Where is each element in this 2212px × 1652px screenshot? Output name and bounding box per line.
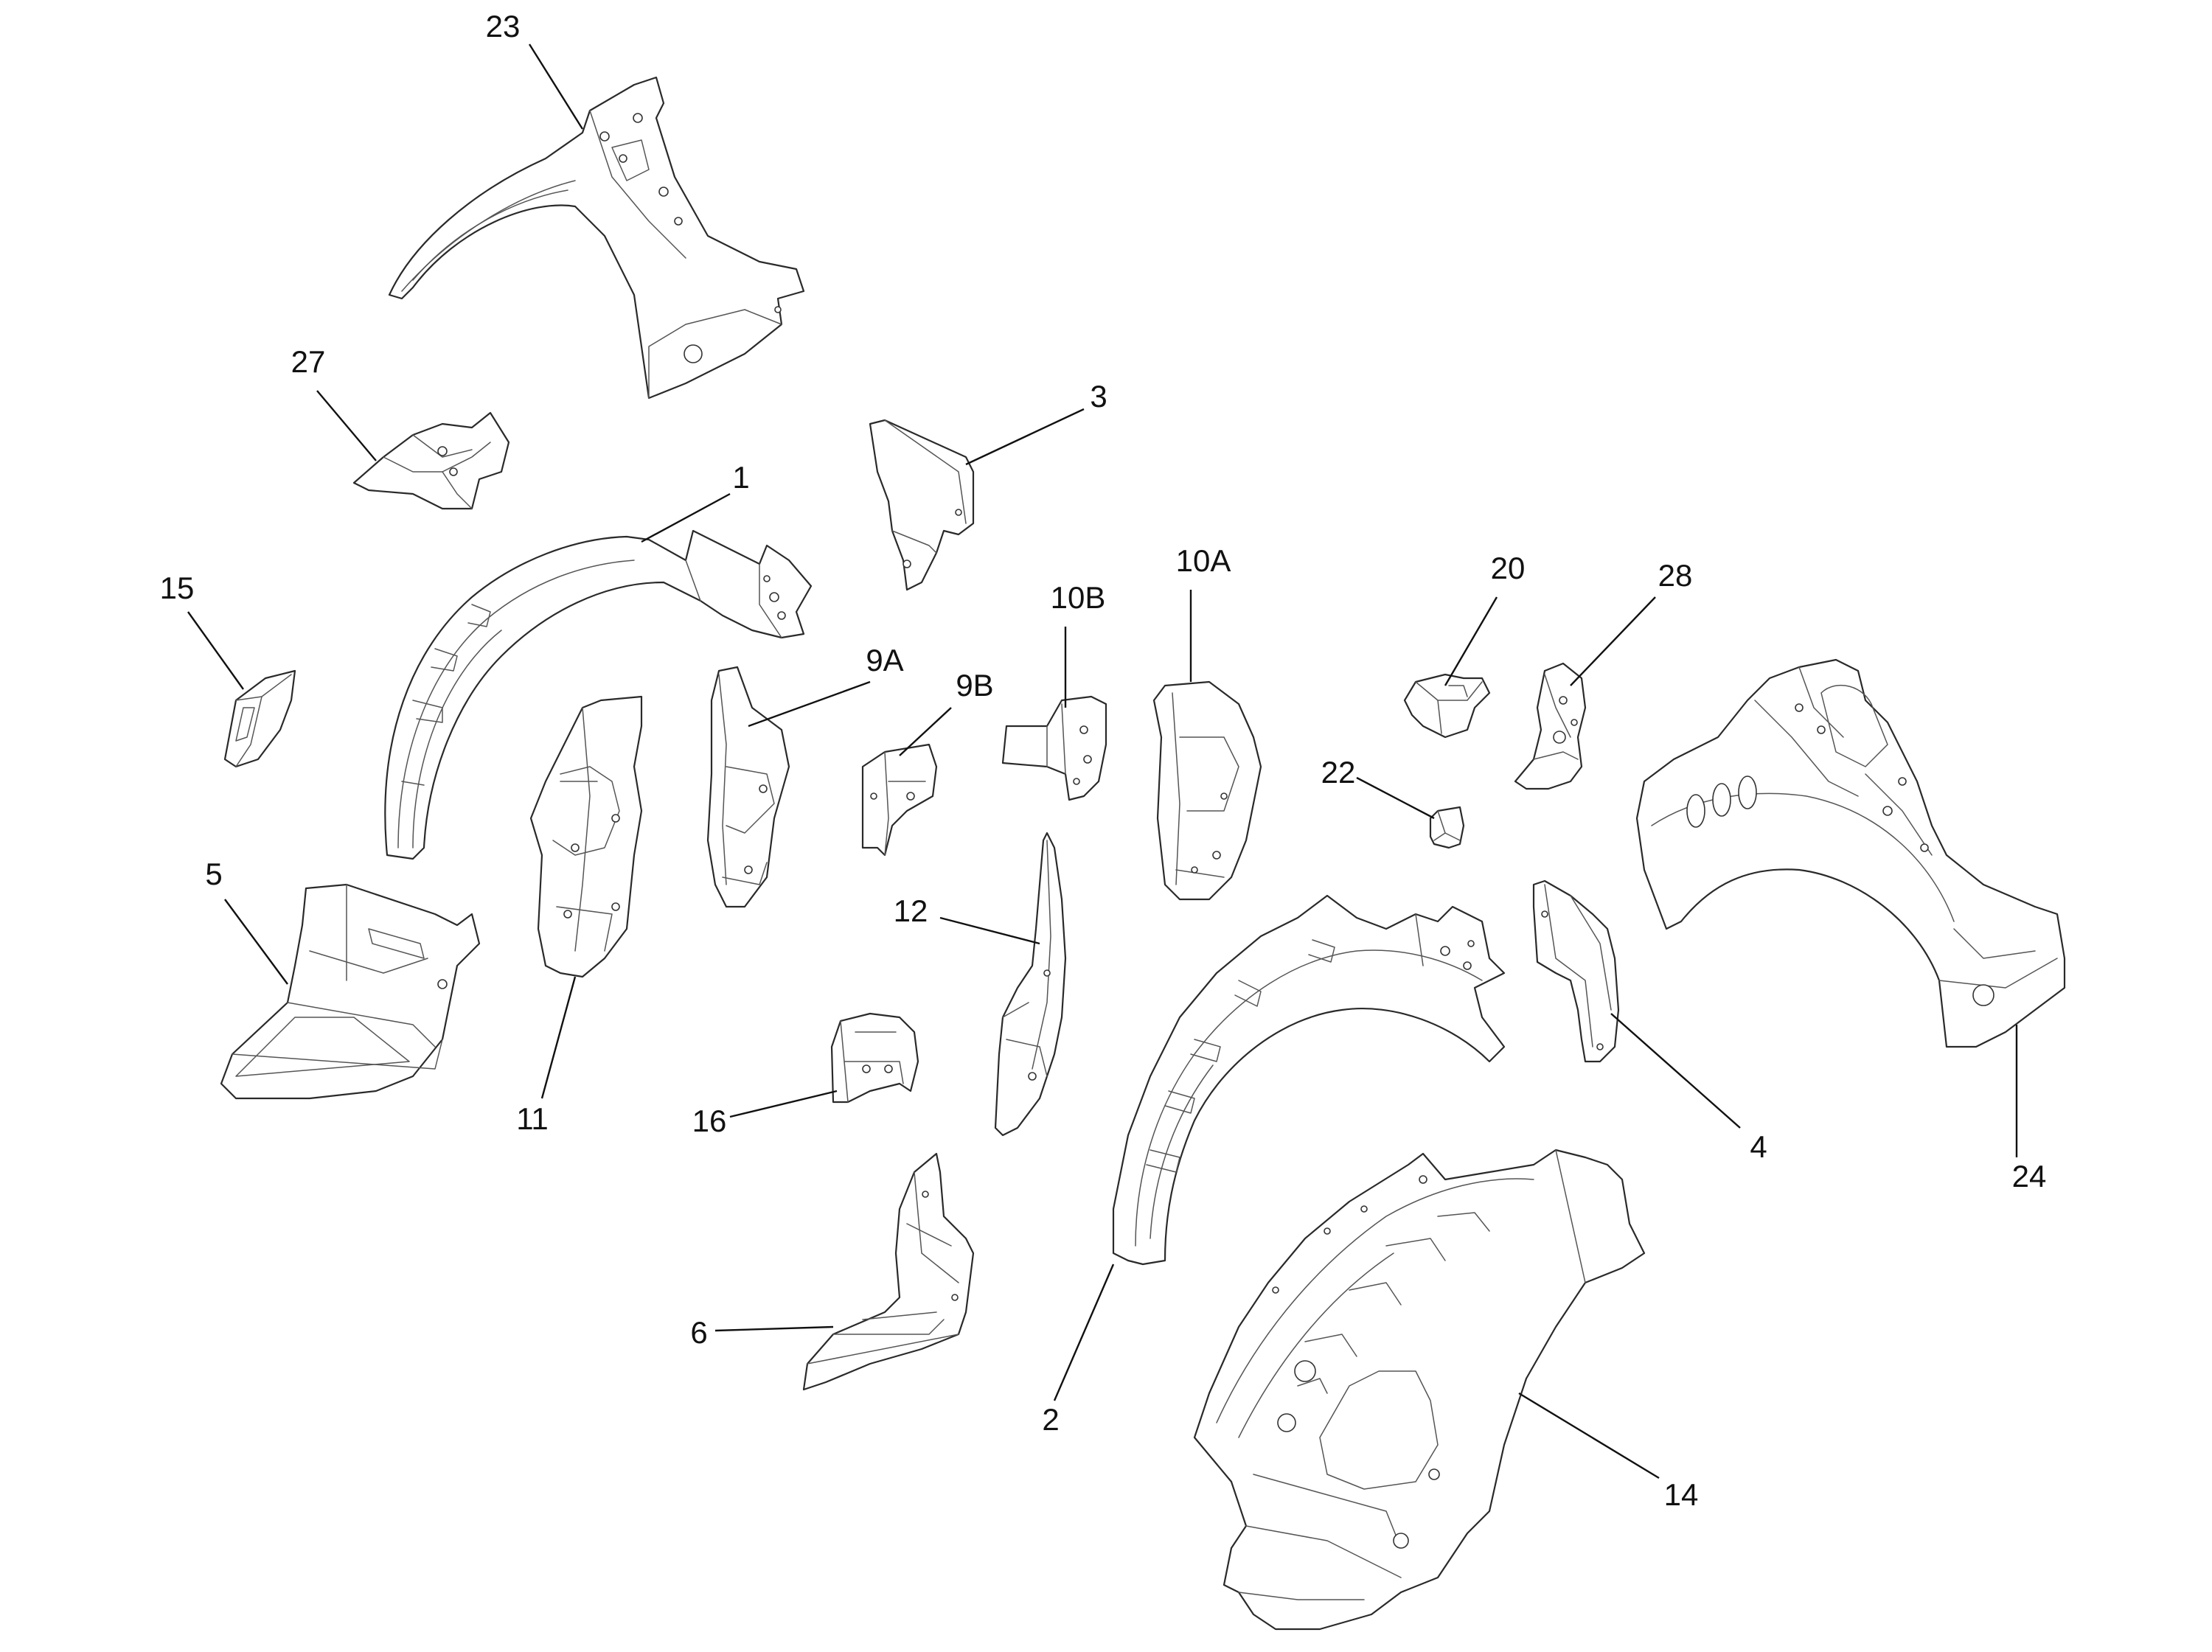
callout-4: 4 (1750, 1129, 1767, 1164)
callout-14: 14 (1664, 1477, 1699, 1512)
leader-4 (1610, 1013, 1741, 1129)
callout-9A: 9A (866, 643, 903, 677)
callout-20: 20 (1491, 551, 1526, 585)
callout-2: 2 (1042, 1402, 1059, 1437)
leader-27 (316, 390, 377, 461)
leader-22 (1356, 776, 1435, 820)
part-10A[interactable] (1152, 680, 1262, 901)
part-22[interactable] (1429, 806, 1465, 849)
callout-10B: 10B (1051, 580, 1106, 615)
leader-15 (187, 611, 244, 690)
callout-5: 5 (205, 857, 222, 891)
callout-11: 11 (516, 1101, 549, 1136)
part-27[interactable] (352, 411, 510, 510)
callout-24: 24 (2012, 1159, 2047, 1193)
leader-3 (965, 408, 1085, 466)
part-23[interactable] (388, 76, 805, 400)
leader-9A (748, 680, 871, 728)
part-9B[interactable] (861, 743, 938, 857)
leader-1 (641, 492, 731, 543)
part-12[interactable] (994, 832, 1067, 1137)
part-10B[interactable] (1001, 695, 1107, 801)
leader-9B (899, 707, 952, 756)
callout-labels: 23 27 1 15 5 11 9A 3 9B 10B 10A 12 16 6 … (160, 9, 2047, 1512)
leader-lines (187, 43, 2018, 1480)
leader-20 (1444, 596, 1498, 686)
part-9A[interactable] (706, 666, 790, 908)
leader-5 (224, 899, 288, 985)
part-20[interactable] (1403, 673, 1491, 739)
part-28[interactable] (1514, 662, 1587, 790)
part-24[interactable] (1635, 658, 2066, 1048)
callout-16: 16 (692, 1104, 727, 1138)
part-3[interactable] (869, 419, 975, 591)
callout-28: 28 (1658, 558, 1693, 593)
callout-22: 22 (1321, 755, 1356, 790)
callout-9B: 9B (956, 668, 993, 703)
part-16[interactable] (830, 1012, 919, 1104)
leader-12 (939, 916, 1040, 945)
leader-11 (540, 976, 577, 1099)
callout-15: 15 (160, 571, 195, 605)
part-2[interactable] (1112, 894, 1506, 1266)
callout-6: 6 (690, 1315, 707, 1350)
leader-28 (1570, 596, 1656, 686)
callout-27: 27 (291, 344, 326, 379)
part-6[interactable] (802, 1152, 975, 1391)
callout-12: 12 (894, 893, 928, 928)
leader-6 (714, 1325, 834, 1332)
part-1[interactable] (384, 529, 813, 860)
leader-14 (1518, 1392, 1660, 1480)
callout-1: 1 (732, 460, 749, 495)
part-5[interactable] (220, 883, 481, 1100)
part-11[interactable] (529, 695, 643, 978)
part-15[interactable] (223, 669, 296, 768)
callout-23: 23 (486, 9, 521, 43)
leader-16 (729, 1090, 838, 1118)
part-14[interactable] (1193, 1149, 1646, 1631)
leader-23 (528, 43, 584, 130)
part-4[interactable] (1532, 879, 1620, 1063)
callout-10A: 10A (1176, 543, 1231, 578)
callout-3: 3 (1090, 379, 1107, 414)
leader-2 (1053, 1264, 1115, 1401)
